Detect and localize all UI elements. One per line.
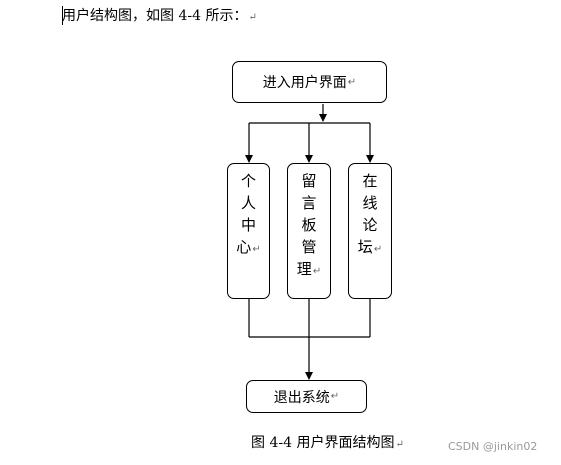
node-char: 人: [240, 194, 256, 212]
node-char-last: 理↵: [297, 258, 321, 283]
paragraph-mark-icon: ↵: [248, 12, 257, 23]
intro-paragraph: 用户结构图，如图 4-4 所示：↵: [62, 7, 257, 27]
paragraph-mark-icon: ↵: [312, 266, 322, 277]
intro-text: 用户结构图，如图 4-4 所示：: [62, 8, 248, 24]
node-char: 在: [362, 172, 378, 190]
node-char: 心: [236, 238, 252, 256]
entry-node: 进入用户界面↵: [232, 61, 387, 103]
exit-node-label: 退出系统: [273, 389, 330, 406]
node-char: 线: [362, 194, 378, 212]
node-char: 留: [301, 172, 317, 190]
node-char: 管: [301, 238, 317, 256]
entry-node-label: 进入用户界面: [262, 75, 347, 91]
node-char-last: 心↵: [236, 236, 260, 261]
forum-node: 在 线 论 坛↵: [348, 163, 392, 299]
node-char-last: 坛↵: [358, 236, 382, 261]
node-char: 言: [301, 194, 317, 212]
message-board-node: 留 言 板 管 理↵: [287, 163, 331, 299]
figure-caption: 图 4-4 用户界面结构图↵: [251, 432, 404, 452]
paragraph-mark-icon: ↵: [395, 439, 404, 450]
figure-caption-text: 图 4-4 用户界面结构图: [251, 435, 395, 451]
paragraph-mark-icon: ↵: [252, 244, 261, 255]
node-char: 板: [301, 216, 317, 234]
csdn-watermark: CSDN @jinkin02: [448, 440, 538, 453]
text-cursor: [62, 6, 63, 25]
node-char: 论: [362, 216, 378, 234]
personal-center-node: 个 人 中 心↵: [227, 163, 270, 299]
exit-node: 退出系统↵: [246, 380, 367, 413]
node-char: 中: [240, 216, 256, 234]
node-char: 个: [240, 172, 256, 190]
paragraph-mark-icon: ↵: [373, 244, 383, 255]
paragraph-mark-icon: ↵: [347, 76, 357, 88]
node-char: 理: [296, 260, 312, 278]
paragraph-mark-icon: ↵: [330, 391, 340, 402]
node-char: 坛: [357, 238, 373, 256]
